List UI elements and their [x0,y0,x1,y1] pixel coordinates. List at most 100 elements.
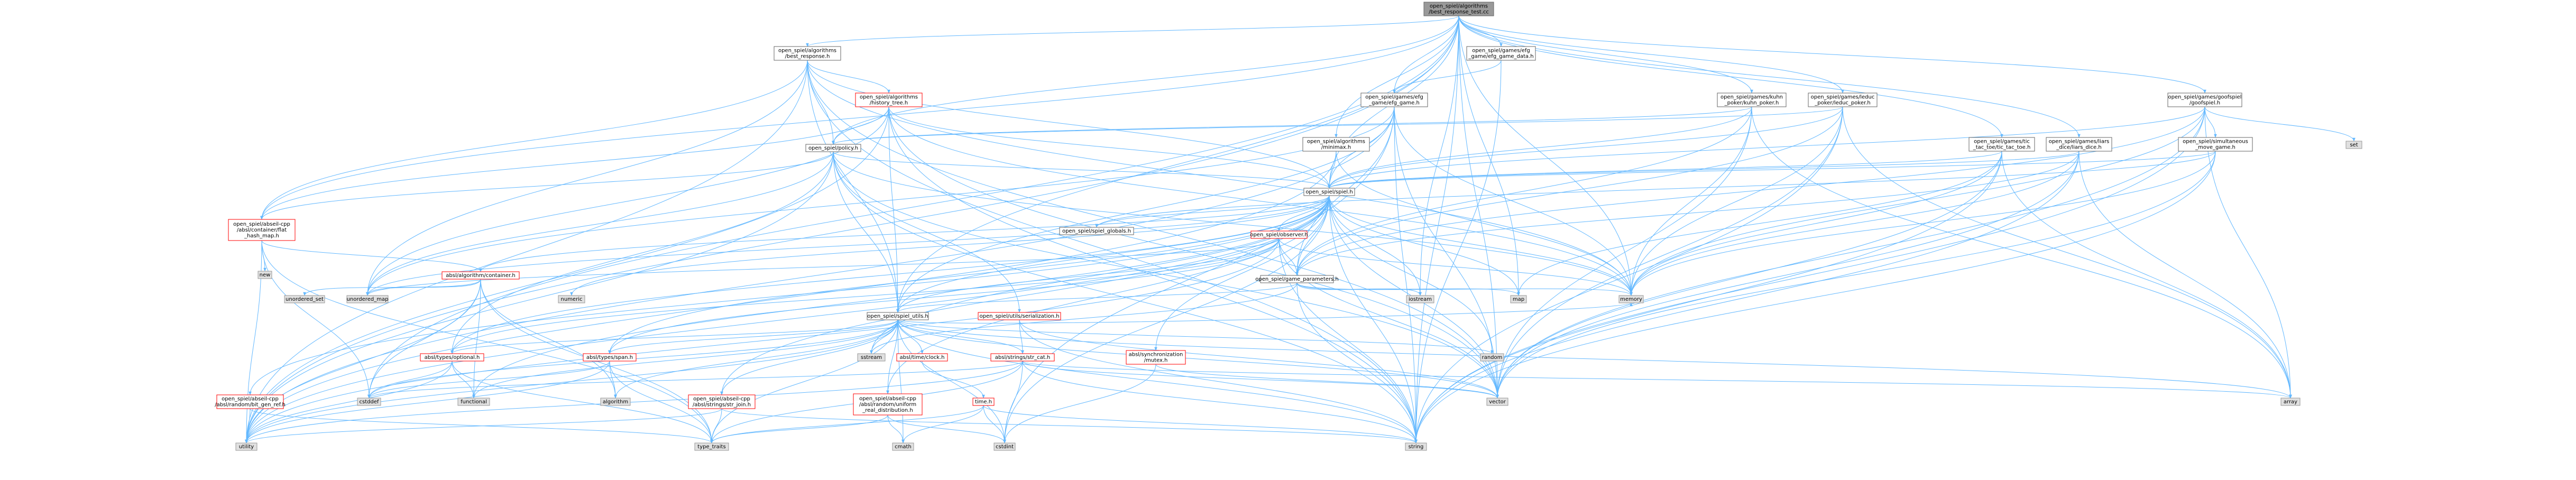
node-box [257,271,272,279]
include-edge [245,361,1023,444]
node-label: unordered_map [347,297,389,302]
node-simmove[interactable]: open_spiel/simultaneous_move_game.h [2178,137,2253,152]
node-label: open_spiel/games/liars [2049,139,2110,145]
node-efg-game-data[interactable]: open_spiel/games/efg_game/efg_game_data.… [1466,46,1536,61]
node-unordered-map: unordered_map [346,295,389,303]
node-label: new [260,272,271,278]
include-edge [1019,319,1418,444]
include-edge [479,195,1330,272]
node-observer[interactable]: open_spiel/observer.h [1250,230,1308,239]
include-edge [896,15,1459,313]
node-label: absl/time/clock.h [900,355,945,361]
node-box [774,46,841,61]
include-edge [1414,151,2216,444]
node-history-tree[interactable]: open_spiel/algorithms/history_tree.h [855,93,923,107]
include-edge [983,405,1006,444]
node-spiel-utils[interactable]: open_spiel/spiel_utils.h [867,312,929,320]
node-spiel-globals[interactable]: open_spiel/spiel_globals.h [1059,227,1134,235]
node-box [857,353,886,362]
node-set: set [2345,141,2362,149]
node-serialization[interactable]: open_spiel/utils/serialization.h [978,312,1061,320]
node-minimax[interactable]: open_spiel/algorithms/minimax.h [1302,137,1370,152]
node-goofspiel[interactable]: open_spiel/games/goofspiel/goofspiel.h [2167,93,2242,107]
include-edge [710,319,898,444]
include-edge [2204,106,2356,142]
include-edge [614,319,898,399]
node-box [1968,137,2035,152]
node-algorithm: algorithm [600,398,631,406]
include-edge [1419,15,1459,296]
node-liars-dice[interactable]: open_spiel/games/liars_dice/liars_dice.h [2046,137,2112,152]
include-edge [1296,282,1520,296]
include-edge [1295,151,2080,276]
node-label: time.h [975,399,992,405]
node-mutex[interactable]: absl/synchronization/mutex.h [1126,350,1186,365]
node-policy[interactable]: open_spiel/policy.h [805,144,861,152]
include-edge [1496,106,2205,399]
node-str-cat[interactable]: absl/strings/str_cat.h [990,353,1055,362]
node-label: type_traits [697,444,725,450]
include-edge [1003,364,1156,444]
node-label: _move_game.h [2195,145,2235,151]
node-types-optional[interactable]: absl/types/optional.h [420,353,484,362]
include-edge [897,319,2292,399]
node-label: iostream [1409,297,1432,302]
include-edge [1154,195,1330,351]
include-edge [245,106,889,444]
node-iostream: iostream [1406,295,1434,303]
node-label: sstream [861,355,882,361]
include-edge [1278,238,1299,276]
include-edge [1328,151,2080,189]
node-box [688,394,756,409]
include-edge [1278,238,1633,296]
node-label: absl/types/optional.h [425,355,480,361]
node-label: /best_response_test.cc [1429,10,1489,15]
node-box [235,442,257,451]
node-tic-tac-toe[interactable]: open_spiel/games/tic_tac_toe/tic_tac_toe… [1968,137,2035,152]
include-edge [896,282,1298,313]
include-edge [1003,106,1395,444]
include-edge [1003,361,1023,444]
node-label: string [1409,444,1424,450]
node-label: open_spiel/algorithms [860,95,918,100]
node-str-join[interactable]: open_spiel/abseil-cpp/absl/strings/str_j… [688,394,756,409]
node-time-h[interactable]: time.h [972,398,995,406]
include-edge [888,106,1331,189]
node-box [420,353,484,362]
node-label: cmath [895,444,912,450]
include-edge [245,151,834,444]
node-spiel[interactable]: open_spiel/spiel.h [1303,188,1355,196]
edges-layer [245,15,2356,444]
node-root[interactable]: open_spiel/algorithms/best_response_test… [1423,2,1494,16]
include-edge [245,106,1395,444]
node-box [558,295,585,303]
node-label: open_spiel/games/leduc [1811,95,1875,100]
node-absl-container[interactable]: absl/algorithm/container.h [441,271,520,280]
node-label: open_spiel/games/efg [1365,95,1423,100]
node-label: open_spiel/spiel_utils.h [867,313,928,319]
node-uniform-real[interactable]: open_spiel/abseil-cpp/absl/random/unifor… [853,393,923,416]
include-edge [1336,151,1633,296]
node-br-h[interactable]: open_spiel/algorithms/best_response.h [774,46,841,61]
node-time-clock[interactable]: absl/time/clock.h [896,353,948,362]
include-edge [832,106,1843,145]
node-label: open_spiel/abseil-cpp [859,396,916,402]
node-flat-hash-map[interactable]: open_spiel/abseil-cpp/absl/container/fla… [228,219,296,241]
node-efg-game[interactable]: open_spiel/games/efg_game/efg_game.h [1360,93,1428,107]
node-bit-gen-ref[interactable]: open_spiel/abseil-cpp/absl/random/bit_ge… [215,394,286,409]
node-game-parameters[interactable]: open_spiel/game_parameters.h [1255,275,1339,283]
include-edge [1496,151,2002,399]
include-edge [1022,361,1499,399]
node-kuhn[interactable]: open_spiel/games/kuhn_poker/kuhn_poker.h [1717,93,1787,107]
include-edge [832,106,1752,145]
include-edge [833,151,1418,444]
node-label: map [1513,297,1524,302]
include-edge [366,279,481,296]
node-sstream: sstream [857,353,886,362]
node-box [694,442,729,451]
node-leduc[interactable]: open_spiel/games/leduc_poker/leduc_poker… [1808,93,1878,107]
include-edge [721,408,1418,444]
node-types-span[interactable]: absl/types/span.h [583,353,637,362]
include-edge [1496,106,1752,399]
include-edge [1296,282,1422,296]
